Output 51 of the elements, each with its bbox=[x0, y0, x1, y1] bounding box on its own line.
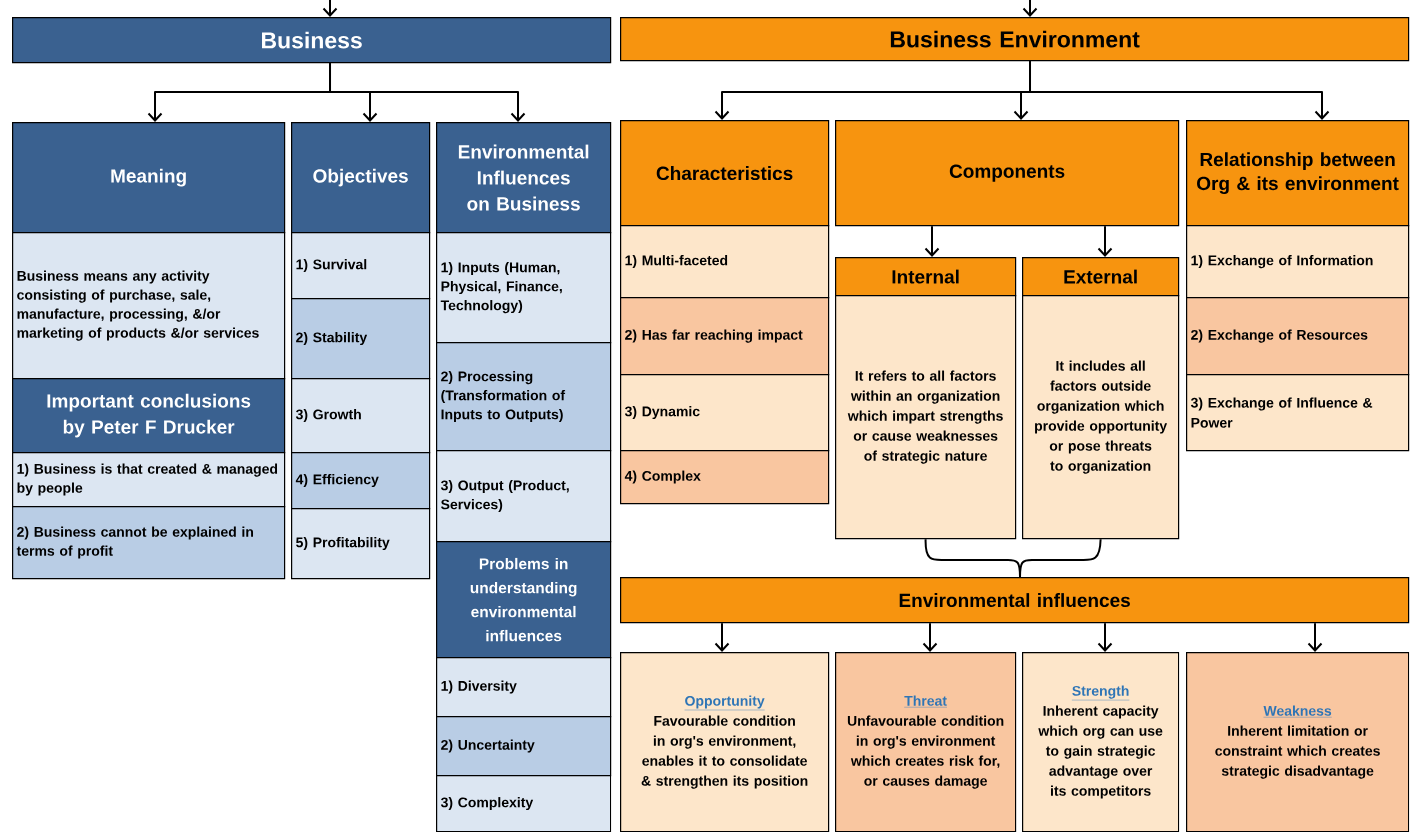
header-box: Business Environment bbox=[620, 17, 1410, 62]
header-box: Meaning bbox=[12, 122, 286, 234]
header-box: Important conclusions by Peter F Drucker bbox=[12, 378, 286, 454]
list-cell: 3) Growth bbox=[291, 378, 431, 454]
list-cell: 4) Efficiency bbox=[291, 452, 431, 510]
arrow bbox=[922, 622, 938, 652]
list-cell: 4) Complex bbox=[620, 450, 830, 505]
arrow bbox=[714, 622, 730, 652]
list-cell: 2) Has far reaching impact bbox=[620, 297, 830, 376]
list-cell: 1) Survival bbox=[291, 232, 431, 300]
header-box: Business bbox=[12, 17, 612, 64]
list-cell: 2) Business cannot be explained in terms of profit bbox=[12, 506, 286, 580]
list-cell: 3) Output (Product, Services) bbox=[436, 450, 612, 543]
text-cell: Strength Inherent capacity which org can use to gain strategic advantage over its competitors bbox=[1022, 652, 1180, 832]
text-cell: Opportunity Favourable condition in org's environment, enables it to consolidate & strengthen its position bbox=[620, 652, 830, 832]
list-cell: 3) Dynamic bbox=[620, 374, 830, 452]
header-box: Objectives bbox=[291, 122, 431, 234]
list-cell: 1) Inputs (Human, Physical, Finance, Technology) bbox=[436, 232, 612, 344]
list-cell: 3) Complexity bbox=[436, 775, 612, 832]
list-cell: 3) Exchange of Influence & Power bbox=[1186, 374, 1410, 452]
list-cell: 2) Processing (Transformation of Inputs to Outputs) bbox=[436, 342, 612, 452]
brace-line bbox=[1019, 538, 1102, 578]
list-cell: 1) Business is that created & managed by people bbox=[12, 452, 286, 508]
header-box: Characteristics bbox=[620, 120, 830, 227]
list-cell: 1) Multi-faceted bbox=[620, 225, 830, 299]
list-cell: 1) Diversity bbox=[436, 657, 612, 718]
arrow bbox=[1022, 0, 1038, 17]
header-box: Problems in understanding environmental influences bbox=[436, 541, 612, 659]
list-cell: 2) Exchange of Resources bbox=[1186, 297, 1410, 376]
header-box: External bbox=[1022, 257, 1180, 297]
header-box: Internal bbox=[835, 257, 1017, 297]
list-cell: 2) Uncertainty bbox=[436, 716, 612, 777]
arrow bbox=[322, 0, 338, 17]
list-cell: 5) Profitability bbox=[291, 508, 431, 580]
text-cell: Business means any activity consisting of purchase, sale, manufacture, processing, &/or marketing of products &/or services bbox=[12, 232, 286, 380]
arrow bbox=[924, 225, 940, 257]
header-box: Environmental Influences on Business bbox=[436, 122, 612, 234]
text-cell: It refers to all factors within an organization which impart strengths or cause weaknesses of strategic nature bbox=[835, 295, 1017, 540]
arrow bbox=[1097, 225, 1113, 257]
header-box: Components bbox=[835, 120, 1180, 227]
header-box: Environmental influences bbox=[620, 577, 1410, 624]
arrow bbox=[1097, 622, 1113, 652]
list-cell: 1) Exchange of Information bbox=[1186, 225, 1410, 299]
list-cell: 2) Stability bbox=[291, 298, 431, 380]
arrow bbox=[1307, 622, 1323, 652]
arrow bbox=[329, 62, 526, 122]
header-box: Relationship between Org & its environment bbox=[1186, 120, 1410, 227]
text-cell: Weakness Inherent limitation or constraint which creates strategic disadvantage bbox=[1186, 652, 1410, 832]
text-cell: It includes all factors outside organization which provide opportunity or pose threats to organization bbox=[1022, 295, 1180, 540]
arrow bbox=[1029, 60, 1330, 120]
text-cell: Threat Unfavourable condition in org's environment which creates risk for, or causes damage bbox=[835, 652, 1017, 832]
